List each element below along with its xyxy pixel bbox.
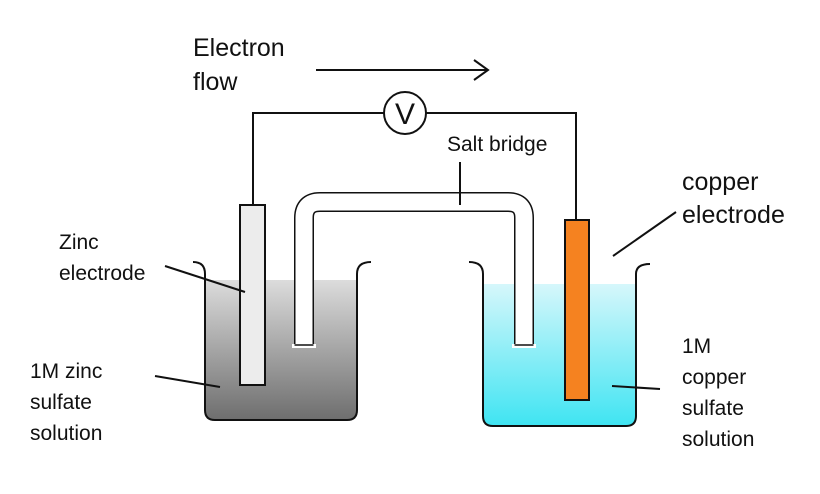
- copper-electrode-label-line1: copper: [682, 168, 758, 196]
- zinc-electrode: [239, 204, 266, 386]
- zinc-beaker: [192, 261, 372, 421]
- copper-electrode: [564, 219, 590, 401]
- voltmeter: V: [383, 91, 427, 135]
- voltmeter-circle: [383, 91, 427, 135]
- zinc-solution-leader: [154, 375, 221, 388]
- zinc-solution-label-line1: 1M zinc: [30, 360, 102, 383]
- electron-flow-label-line2: flow: [193, 68, 238, 96]
- external-wire: [252, 112, 384, 205]
- salt-bridge-label: Salt bridge: [447, 133, 547, 156]
- copper-solution-label-line4: solution: [682, 428, 754, 451]
- zinc-electrode-leader: [164, 265, 246, 293]
- external-wire-right: [426, 112, 577, 220]
- copper-solution-label-line2: copper: [682, 366, 746, 389]
- electron-flow-label-line1: Electron: [193, 34, 285, 62]
- zinc-solution-label-line3: solution: [30, 422, 102, 445]
- copper-sulfate-solution: [483, 284, 636, 426]
- electron-flow-arrow: [316, 59, 490, 81]
- zinc-electrode-label-line2: electrode: [59, 262, 145, 285]
- salt-bridge: [292, 192, 536, 348]
- voltmeter-symbol: V: [395, 98, 415, 131]
- copper-solution-label-line1: 1M: [682, 335, 711, 358]
- zinc-electrode-label-line1: Zinc: [59, 231, 99, 254]
- copper-beaker: [468, 261, 651, 427]
- zinc-sulfate-solution: [205, 280, 357, 420]
- zinc-solution-label-line2: sulfate: [30, 391, 92, 414]
- copper-electrode-leader: [612, 211, 677, 257]
- copper-solution-label-line3: sulfate: [682, 397, 744, 420]
- copper-electrode-label-line2: electrode: [682, 201, 785, 229]
- copper-solution-leader: [611, 385, 661, 390]
